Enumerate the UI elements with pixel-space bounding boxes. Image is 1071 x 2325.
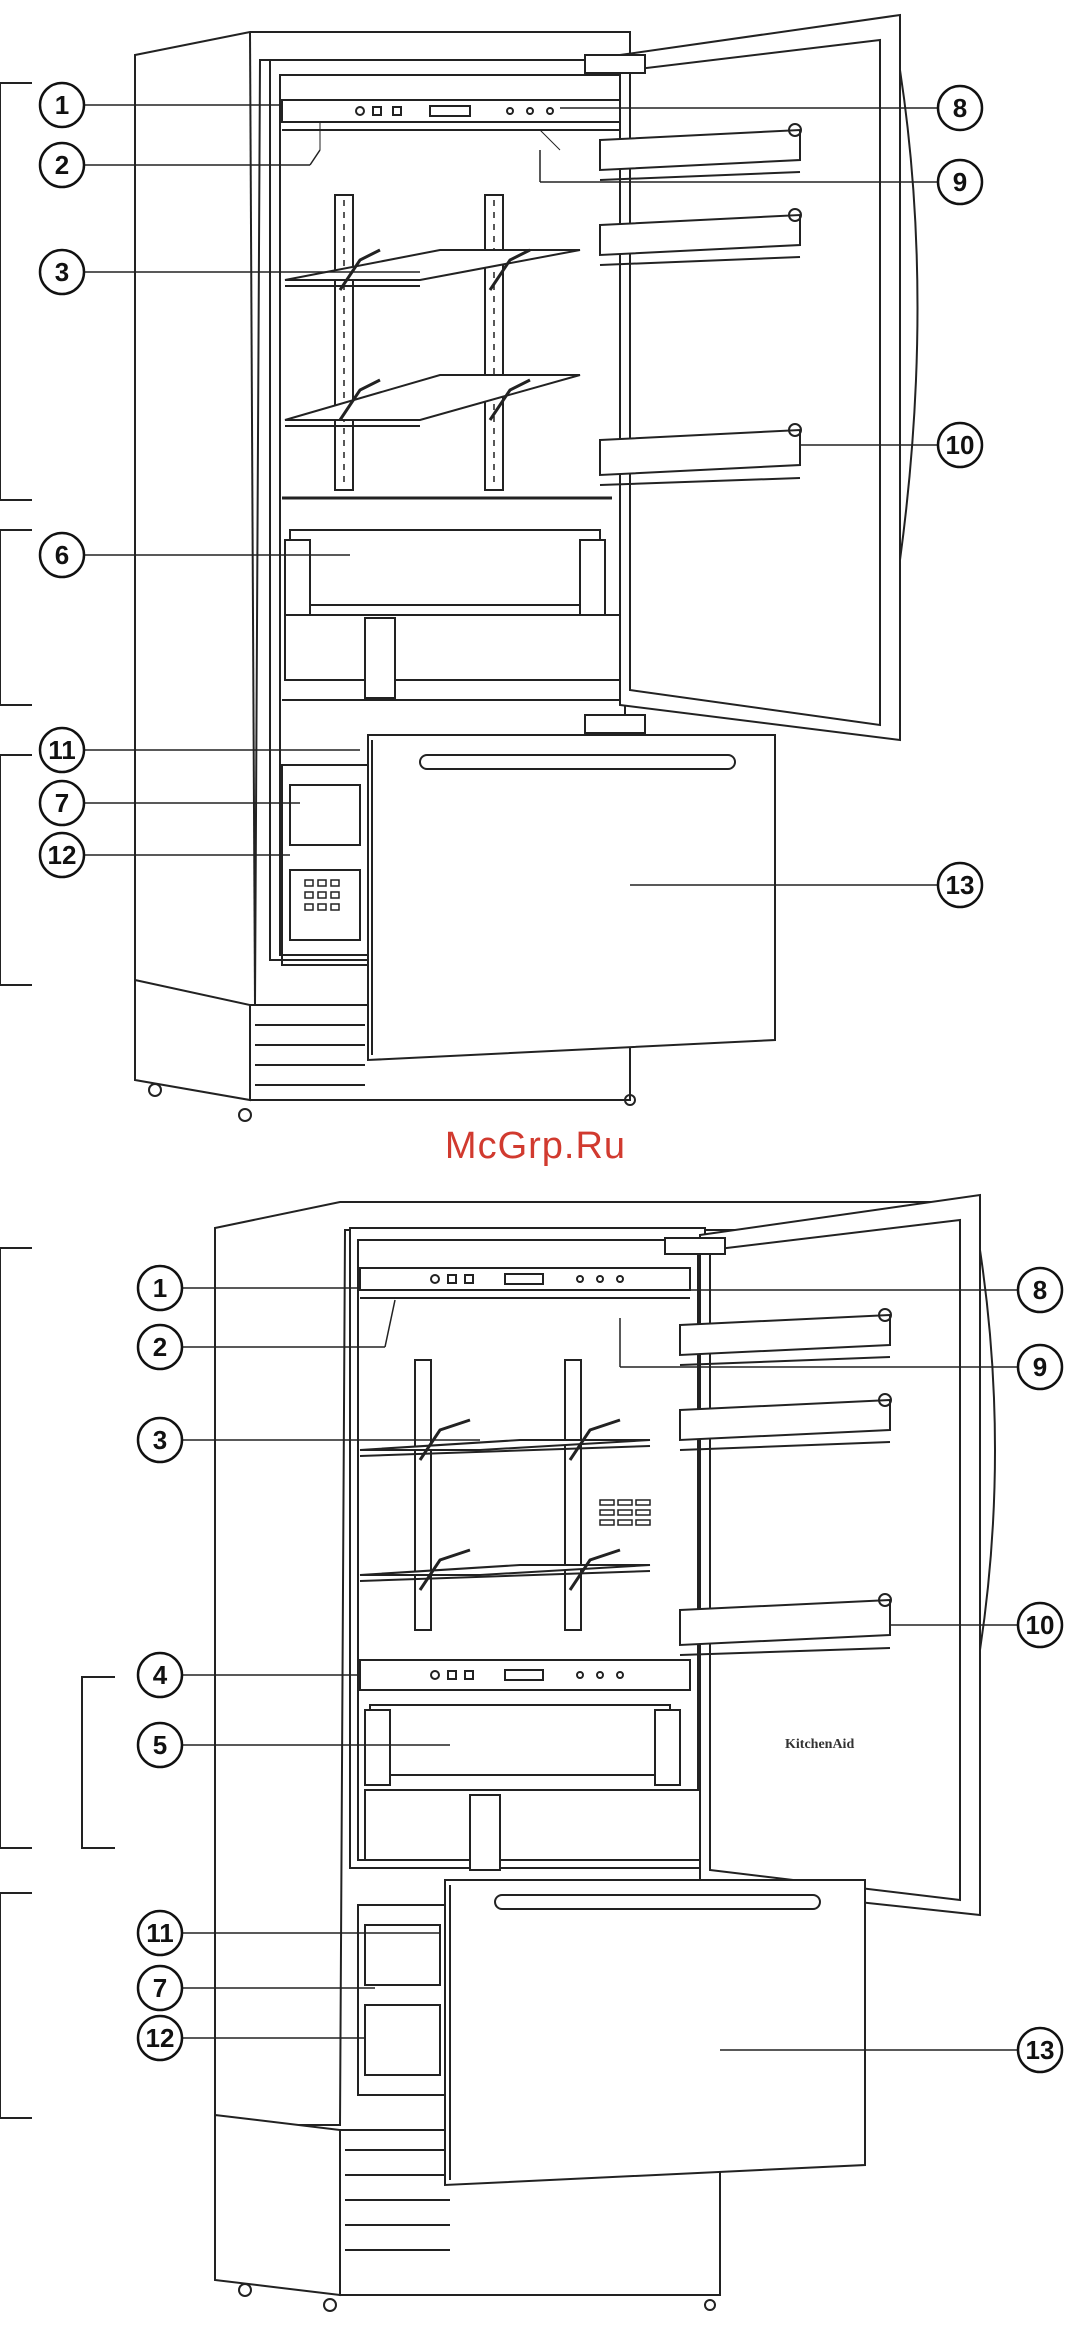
callout-8-figure-bottom: 8 bbox=[1018, 1268, 1062, 1312]
callout-label: 7 bbox=[55, 788, 69, 818]
brand-label: KitchenAid bbox=[785, 1737, 854, 1752]
callout-label: 12 bbox=[48, 840, 77, 870]
callout-label: 10 bbox=[1026, 1610, 1055, 1640]
callout-4-figure-bottom: 4 bbox=[138, 1653, 182, 1697]
callout-1-figure-bottom: 1 bbox=[138, 1266, 182, 1310]
callout-11-figure-top: 11 bbox=[40, 728, 84, 772]
callout-label: 2 bbox=[153, 1332, 167, 1362]
callout-label: 13 bbox=[1026, 2035, 1055, 2065]
bracket-middle bbox=[0, 530, 32, 705]
freezer-drawer-bottom bbox=[445, 1880, 865, 2185]
watermark: McGrp.Ru bbox=[0, 1125, 1071, 1168]
callout-label: 10 bbox=[946, 430, 975, 460]
callout-label: 3 bbox=[55, 257, 69, 287]
refrigerator-door-top bbox=[585, 15, 918, 740]
callout-10-figure-top: 10 bbox=[938, 423, 982, 467]
callout-7-figure-bottom: 7 bbox=[138, 1966, 182, 2010]
bracket-upper bbox=[0, 83, 32, 500]
bracket-lower-b bbox=[0, 1893, 32, 2118]
callout-10-figure-bottom: 10 bbox=[1018, 1603, 1062, 1647]
callout-9-figure-top: 9 bbox=[938, 160, 982, 204]
bracket-upper-b bbox=[0, 1248, 32, 1848]
callout-label: 9 bbox=[1033, 1352, 1047, 1382]
callout-label: 2 bbox=[55, 150, 69, 180]
callout-label: 1 bbox=[153, 1273, 167, 1303]
callout-12-figure-top: 12 bbox=[40, 833, 84, 877]
callout-2-figure-bottom: 2 bbox=[138, 1325, 182, 1369]
callout-label: 8 bbox=[953, 93, 967, 123]
callout-2-figure-top: 2 bbox=[40, 143, 84, 187]
callout-3-figure-bottom: 3 bbox=[138, 1418, 182, 1462]
callout-11-figure-bottom: 11 bbox=[138, 1911, 182, 1955]
callout-label: 7 bbox=[153, 1973, 167, 2003]
callout-label: 12 bbox=[146, 2023, 175, 2053]
callout-label: 11 bbox=[146, 1918, 174, 1948]
callout-label: 6 bbox=[55, 540, 69, 570]
callout-label: 5 bbox=[153, 1730, 167, 1760]
callout-1-figure-top: 1 bbox=[40, 83, 84, 127]
callout-6-figure-top: 6 bbox=[40, 533, 84, 577]
callout-5-figure-bottom: 5 bbox=[138, 1723, 182, 1767]
callout-label: 13 bbox=[946, 870, 975, 900]
callout-13-figure-bottom: 13 bbox=[1018, 2028, 1062, 2072]
callout-label: 4 bbox=[153, 1660, 168, 1690]
callout-8-figure-top: 8 bbox=[938, 86, 982, 130]
callout-3-figure-top: 3 bbox=[40, 250, 84, 294]
refrigerator-door-bottom: KitchenAid bbox=[665, 1195, 995, 1915]
figure-top bbox=[0, 15, 948, 1121]
callout-9-figure-bottom: 9 bbox=[1018, 1345, 1062, 1389]
callout-label: 11 bbox=[48, 735, 76, 765]
callout-label: 1 bbox=[55, 90, 69, 120]
bracket-middle-b bbox=[82, 1677, 115, 1848]
bracket-lower bbox=[0, 755, 32, 985]
callout-label: 3 bbox=[153, 1425, 167, 1455]
callout-label: 9 bbox=[953, 167, 967, 197]
freezer-drawer-top bbox=[368, 735, 775, 1060]
callout-13-figure-top: 13 bbox=[938, 863, 982, 907]
callout-7-figure-top: 7 bbox=[40, 781, 84, 825]
callout-label: 8 bbox=[1033, 1275, 1047, 1305]
callout-12-figure-bottom: 12 bbox=[138, 2016, 182, 2060]
